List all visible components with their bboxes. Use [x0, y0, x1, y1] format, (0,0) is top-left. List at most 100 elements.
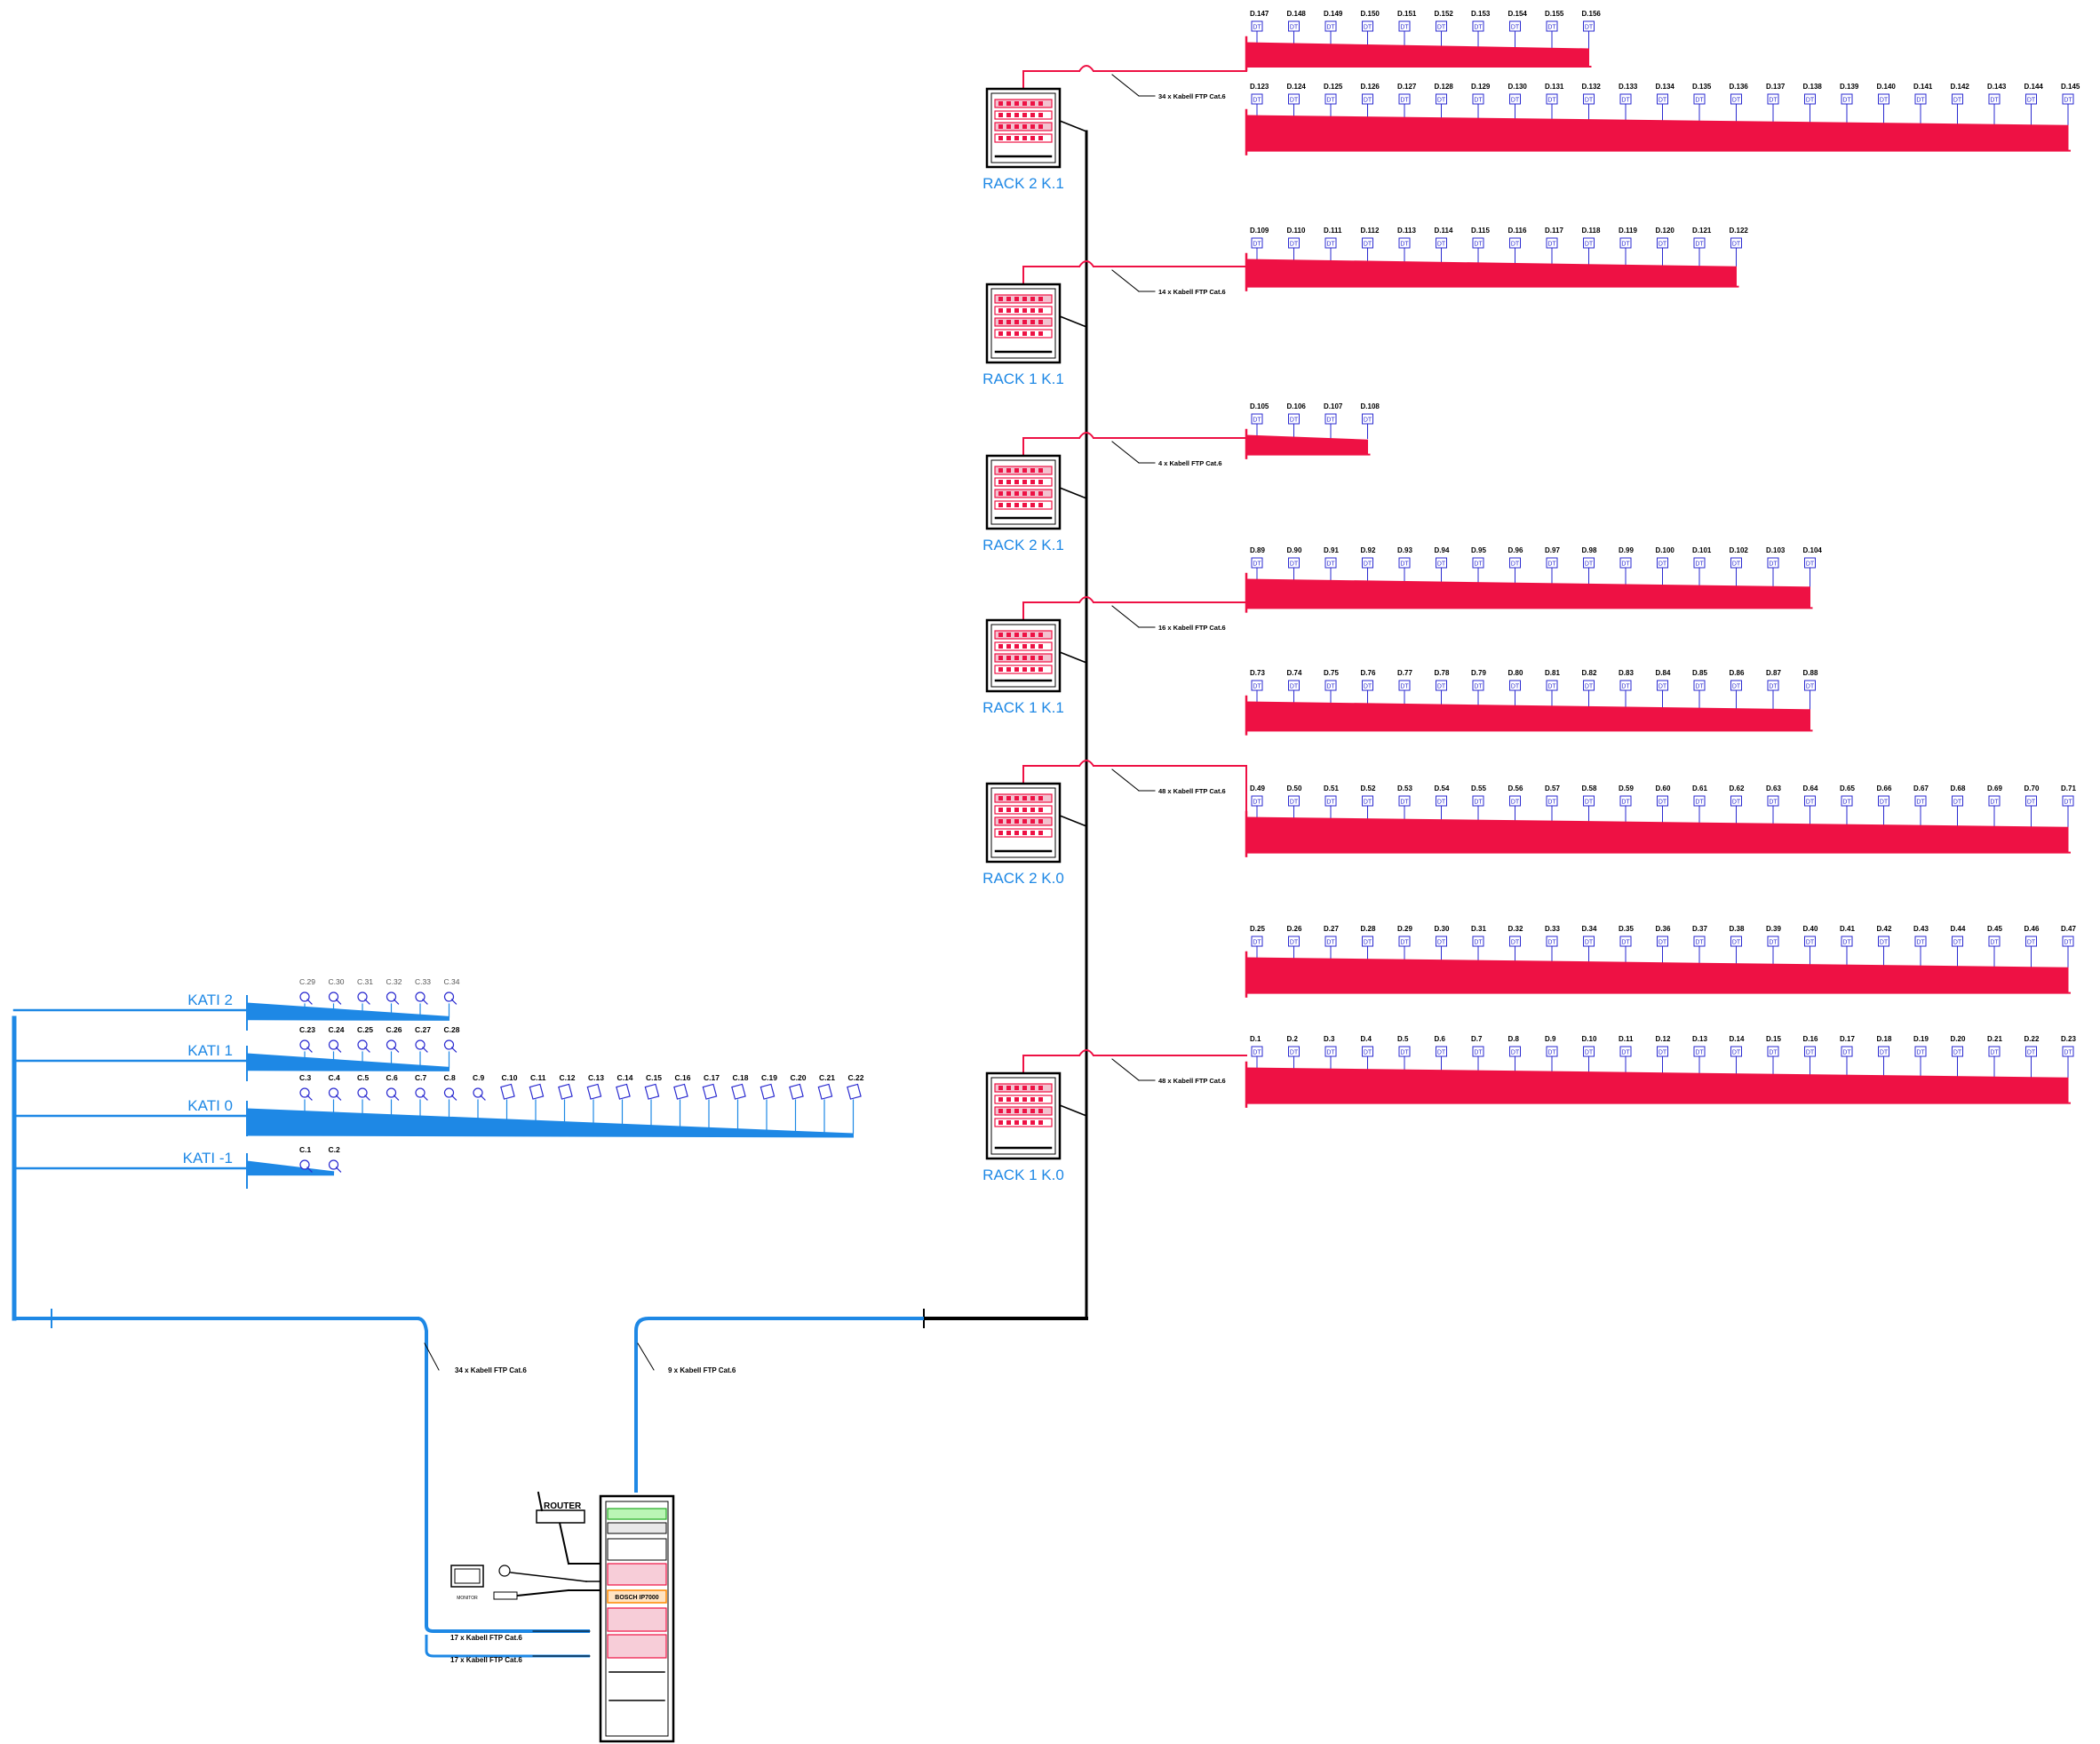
- label-layer: RACK 2 K.134 x Kabell FTP Cat.6D.147DTD.…: [183, 10, 2080, 1664]
- outlet-label: D.51: [1324, 784, 1339, 792]
- outlet-type: DT: [1842, 800, 1851, 806]
- cable-bundle: [1245, 957, 2069, 994]
- data-outlet-icon: [1324, 680, 1337, 691]
- cable-spec: 16 x Kabell FTP Cat.6: [1158, 624, 1226, 632]
- rack-label: RACK 1 K.1: [982, 699, 1064, 716]
- data-outlet-icon: [1288, 680, 1300, 691]
- dome-camera-icon: [760, 1083, 776, 1100]
- data-outlet-icon: [1693, 237, 1706, 249]
- nvr-label: BOSCH IP7000: [615, 1595, 659, 1601]
- outlet-type: DT: [1732, 1050, 1741, 1056]
- outlet-label: D.104: [1803, 546, 1823, 554]
- outlet-type: DT: [1400, 940, 1409, 946]
- patch-port: [1038, 1086, 1043, 1090]
- outlet-type: DT: [1769, 940, 1778, 946]
- outlet-label: D.128: [1435, 83, 1454, 91]
- patch-port: [1022, 331, 1027, 336]
- patch-port: [1006, 1109, 1011, 1113]
- data-outlet-icon: [1362, 557, 1373, 569]
- data-outlet-icon: [1693, 680, 1706, 691]
- data-outlet-icon: [1804, 795, 1816, 807]
- dome-camera-icon: [586, 1083, 602, 1100]
- patch-port: [1038, 667, 1043, 672]
- patch-port: [1022, 644, 1027, 649]
- camera-icon: [415, 1087, 426, 1098]
- camera-label: C.30: [329, 977, 345, 986]
- camera-label: C.26: [386, 1025, 402, 1034]
- data-outlet-icon: [1767, 93, 1779, 105]
- outlet-label: D.89: [1250, 546, 1265, 554]
- outlet-label: D.52: [1361, 784, 1376, 792]
- outlet-type: DT: [1806, 684, 1815, 690]
- camera-label: C.28: [444, 1025, 460, 1034]
- camera-label: C.6: [386, 1073, 399, 1082]
- outlet-label: D.28: [1361, 925, 1376, 933]
- data-outlet-icon: [2062, 936, 2074, 947]
- data-outlet-icon: [1546, 680, 1558, 691]
- outlet-type: DT: [1326, 98, 1335, 104]
- outlet-type: DT: [1474, 242, 1483, 248]
- outlet-label: D.49: [1250, 784, 1265, 792]
- outlet-label: D.137: [1766, 83, 1786, 91]
- patch-port: [1038, 320, 1043, 324]
- patch-port: [1022, 1120, 1027, 1125]
- outlet-type: DT: [1842, 1050, 1851, 1056]
- outlet-type: DT: [1916, 800, 1925, 806]
- camera-label: C.31: [357, 977, 373, 986]
- data-outlet-icon: [1583, 93, 1595, 105]
- outlet-type: DT: [2064, 1050, 2072, 1056]
- patch-port: [998, 136, 1003, 140]
- data-outlet-icon: [1362, 413, 1373, 425]
- camera-icon-mount: [450, 999, 457, 1005]
- outlet-type: DT: [1253, 940, 1261, 946]
- outlet-type: DT: [1732, 800, 1741, 806]
- patch-port: [1006, 297, 1011, 301]
- patch-port: [1022, 1109, 1027, 1113]
- outlet-type: DT: [1474, 800, 1483, 806]
- data-outlet-icon: [1324, 20, 1337, 32]
- data-outlet-icon: [1251, 680, 1263, 691]
- dome-camera-icon: [558, 1083, 573, 1100]
- outlet-label: D.62: [1730, 784, 1745, 792]
- patch-port: [1022, 113, 1027, 117]
- patch-port: [1014, 819, 1019, 824]
- outlet-type: DT: [1511, 684, 1520, 690]
- data-outlet-icon: [1730, 1046, 1742, 1057]
- cable-spec: 48 x Kabell FTP Cat.6: [1158, 1077, 1226, 1085]
- camera-label: C.3: [299, 1073, 312, 1082]
- data-outlet-icon: [1324, 557, 1337, 569]
- outlet-type: DT: [1769, 561, 1778, 568]
- cable-bundle: [1245, 578, 1810, 609]
- data-outlet-icon: [1362, 680, 1373, 691]
- outlet-type: DT: [2027, 940, 2036, 946]
- outlet-type: DT: [1364, 242, 1372, 248]
- outlet-type: DT: [1253, 98, 1261, 104]
- patch-port: [1030, 331, 1035, 336]
- outlet-label: D.115: [1471, 227, 1490, 235]
- outlet-label: D.107: [1324, 402, 1343, 410]
- outlet-label: D.74: [1287, 669, 1302, 677]
- patch-panel-green: [607, 1508, 667, 1520]
- outlet-label: D.65: [1840, 784, 1855, 792]
- data-outlet-icon: [1693, 795, 1706, 807]
- floor-label: KATI 0: [187, 1097, 233, 1114]
- data-outlet-icon: [1509, 795, 1521, 807]
- camera-icon: [299, 991, 310, 1002]
- outlet-type: DT: [1695, 561, 1704, 568]
- patch-port: [1006, 101, 1011, 106]
- outlet-label: D.36: [1656, 925, 1671, 933]
- outlet-type: DT: [1585, 940, 1594, 946]
- data-outlet-icon: [1398, 237, 1411, 249]
- outlet-type: DT: [1621, 1050, 1630, 1056]
- outlet-label: D.139: [1840, 83, 1859, 91]
- patch-port: [1022, 1097, 1027, 1102]
- patch-port: [1006, 1086, 1011, 1090]
- data-outlet-icon: [1878, 93, 1889, 105]
- outlet-label: D.87: [1766, 669, 1781, 677]
- camera-icon: [328, 1039, 339, 1050]
- dome-camera-icon: [789, 1083, 804, 1100]
- outlet-type: DT: [1474, 1050, 1483, 1056]
- outlet-type: DT: [1364, 1050, 1372, 1056]
- data-outlet-icon: [1952, 936, 1963, 947]
- outlet-type: DT: [1547, 242, 1556, 248]
